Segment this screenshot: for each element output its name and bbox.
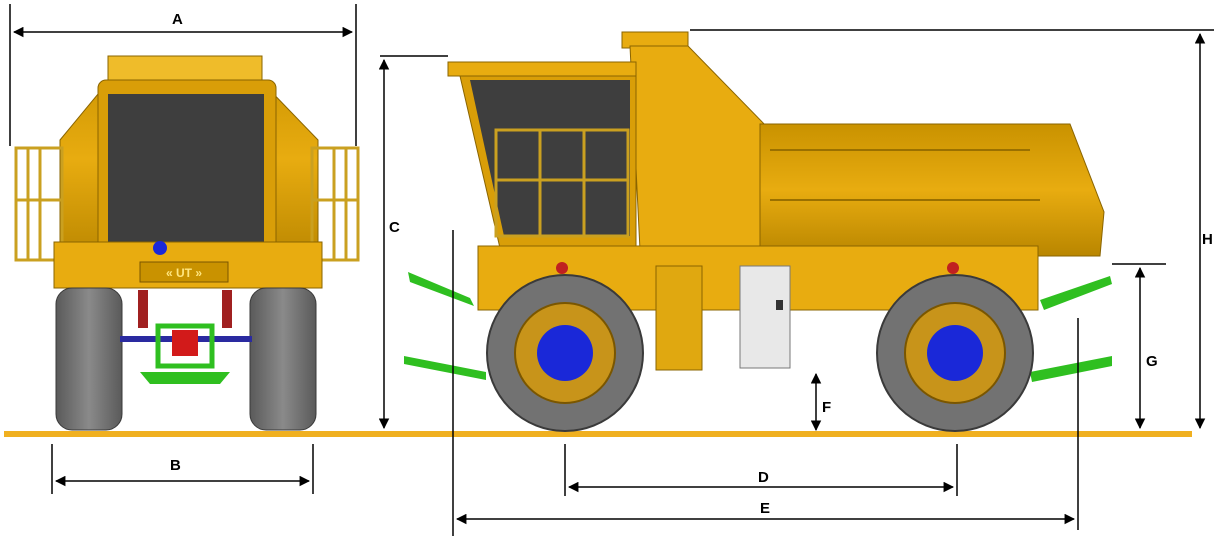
front-windshield [108, 94, 264, 244]
dim-label-g: G [1146, 353, 1158, 370]
side-step-ladder [655, 265, 703, 371]
side-rear-wheel [876, 274, 1034, 432]
side-cab-window [470, 80, 630, 236]
front-hitch-arms [140, 372, 230, 384]
dim-label-a: A [172, 11, 183, 28]
front-cylinder-left [138, 290, 148, 328]
front-view: « UT » [14, 55, 360, 431]
side-front-lower-hitch [404, 356, 486, 380]
side-view [404, 31, 1112, 432]
dim-label-f: F [822, 399, 831, 416]
front-hitch-red [172, 330, 198, 356]
side-cab-roof [447, 61, 637, 77]
front-railing-right [310, 146, 360, 262]
dim-label-d: D [758, 469, 769, 486]
front-hub-blue [153, 241, 167, 255]
front-badge-plate [139, 261, 229, 283]
front-hitch-frame [155, 323, 215, 369]
side-front-hitch [408, 272, 474, 306]
dim-label-e: E [760, 500, 770, 517]
front-tire-right [249, 287, 317, 431]
ground-line [4, 431, 1192, 437]
side-rear-light [947, 262, 959, 274]
dim-label-h: H [1202, 231, 1213, 248]
dim-label-b: B [170, 457, 181, 474]
front-badge-text: « UT » [166, 266, 202, 280]
dimension-lines [9, 4, 1214, 536]
front-tire-left [55, 287, 123, 431]
side-front-light [556, 262, 568, 274]
side-panel-lock [776, 300, 783, 310]
side-rear-hitch [1040, 276, 1112, 310]
front-cylinder-right [222, 290, 232, 328]
side-front-wheel [486, 274, 644, 432]
front-bed-top [107, 55, 263, 83]
side-engine-panel [739, 265, 791, 369]
side-dump-bed [759, 123, 1105, 257]
side-cab-railing [494, 128, 630, 238]
front-railing-left [14, 146, 64, 262]
dim-label-c: C [389, 219, 400, 236]
side-headboard [629, 45, 771, 251]
side-rear-lower-hitch [1030, 356, 1112, 382]
